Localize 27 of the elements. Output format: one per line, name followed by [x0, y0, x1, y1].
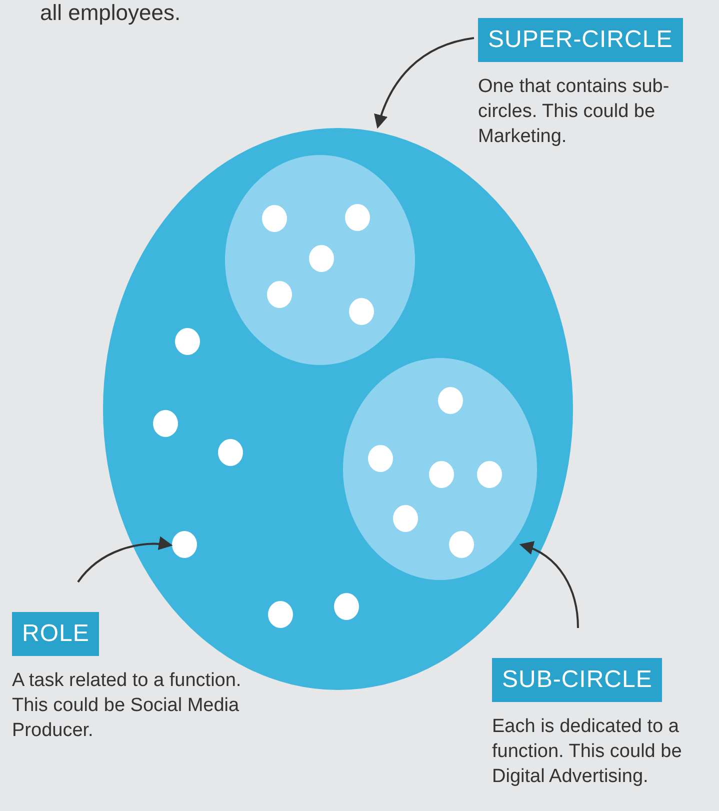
role-dot — [345, 204, 370, 231]
role-dot — [218, 439, 243, 466]
role-dot — [172, 531, 197, 558]
role-dot — [429, 461, 454, 488]
role-dot — [267, 281, 292, 308]
callout-heading: ROLE — [12, 612, 100, 656]
callout-text: One that contains sub-circles. This could be Marketing. — [478, 75, 670, 149]
callout-text: A task related to a function. This could be Social Media Producer. — [12, 669, 242, 743]
role-dot — [334, 593, 359, 620]
leader-arrow — [374, 37, 474, 129]
role-dot — [268, 601, 293, 628]
role-dot — [262, 205, 287, 232]
callout-text: Each is dedicated to a function. This could be Digital Advertising. — [492, 715, 683, 789]
callout-heading: SUB-CIRCLE — [492, 658, 662, 702]
role-dot — [368, 445, 393, 472]
role-dot — [349, 298, 374, 325]
role-dot — [477, 461, 502, 488]
leader-arrow — [519, 542, 579, 628]
intro-text: all employees. — [40, 0, 181, 26]
role-dot — [153, 410, 178, 437]
role-dot — [438, 387, 463, 414]
role-dot — [449, 531, 474, 558]
callout-heading: SUPER-CIRCLE — [478, 18, 683, 62]
leader-arrow — [77, 536, 173, 583]
role-dot — [175, 328, 200, 355]
role-dot — [393, 505, 418, 532]
role-dot — [309, 245, 334, 272]
